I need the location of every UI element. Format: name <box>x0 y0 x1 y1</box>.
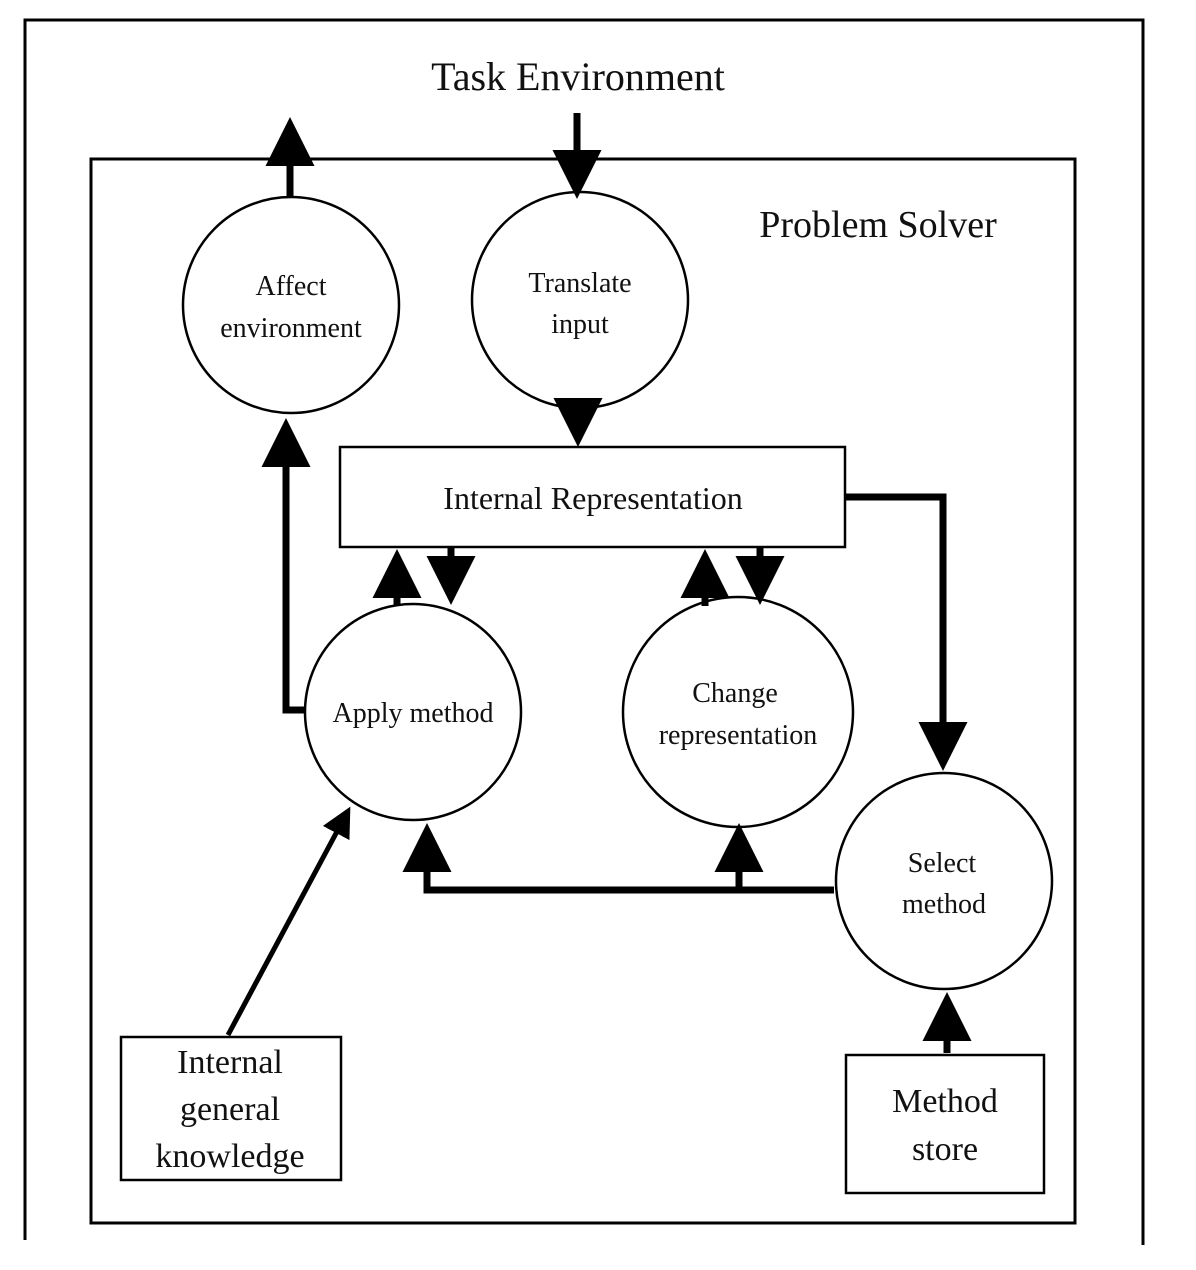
method-store-label-line2: store <box>912 1131 978 1168</box>
knowledge-label-line2: general <box>180 1091 280 1128</box>
internal-representation-label: Internal Representation <box>443 480 742 516</box>
arrow-select-to-apply <box>402 823 834 894</box>
arrow-apply-to-affect <box>261 418 311 714</box>
problem-solver-label: Problem Solver <box>759 204 997 246</box>
translate-input-label-line2: input <box>551 309 609 340</box>
select-method-node <box>834 771 1054 991</box>
select-method-label-line2: method <box>902 889 986 920</box>
translate-input-label-line1: Translate <box>528 268 631 299</box>
outer-frame <box>23 18 1145 1245</box>
method-store-box <box>844 1053 1046 1195</box>
arrow-representation-to-select <box>845 493 968 771</box>
affect-environment-label-line1: Affect <box>256 271 327 302</box>
internal-representation-box <box>338 445 847 549</box>
translate-input-node <box>470 190 690 410</box>
apply-method-label: Apply method <box>333 698 494 729</box>
knowledge-label-line1: Internal <box>177 1044 283 1081</box>
select-method-label-line1: Select <box>908 848 977 879</box>
diagram-title: Task Environment <box>431 54 725 99</box>
internal-general-knowledge-box <box>119 1035 343 1182</box>
change-representation-label-line2: representation <box>659 720 818 751</box>
arrow-knowledge-to-apply <box>225 806 351 1037</box>
affect-environment-label-line2: environment <box>220 313 362 344</box>
knowledge-label-line3: knowledge <box>155 1138 304 1175</box>
change-representation-label-line1: Change <box>692 678 778 709</box>
affect-environment-node <box>181 195 401 415</box>
change-representation-node <box>621 595 855 829</box>
method-store-label-line1: Method <box>892 1083 998 1120</box>
